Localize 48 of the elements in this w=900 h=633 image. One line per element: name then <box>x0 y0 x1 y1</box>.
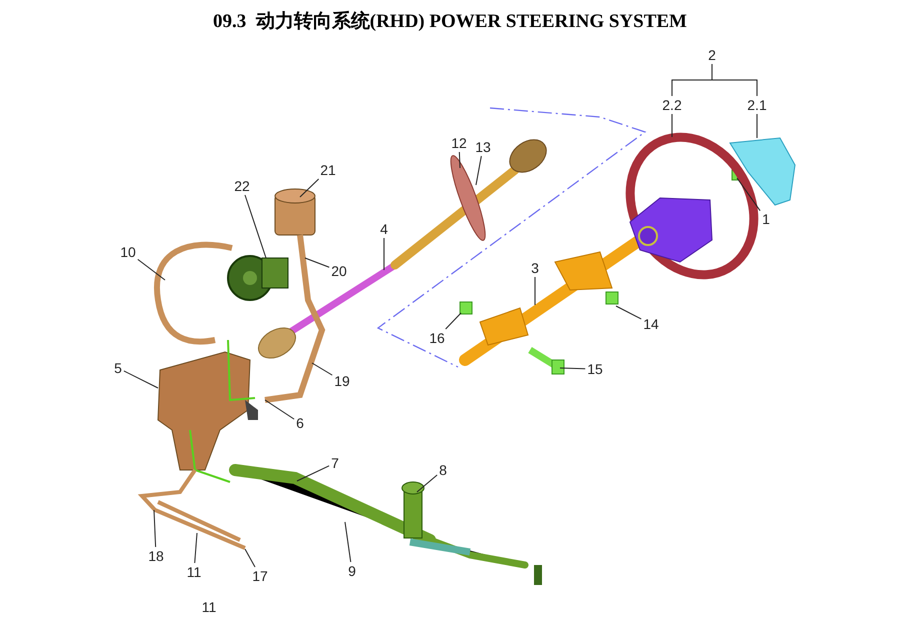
callout-number: 19 <box>333 373 351 389</box>
leader-line <box>756 114 758 138</box>
title: 09.3 动力转向系统(RHD) POWER STEERING SYSTEM <box>212 10 688 34</box>
leader-line <box>445 312 462 330</box>
leader-line <box>616 306 642 320</box>
leader-line <box>560 368 586 370</box>
leader-line <box>264 400 295 420</box>
callout-number: 21 <box>319 162 337 178</box>
callout-number: 13 <box>474 139 492 155</box>
leader-line <box>300 178 320 198</box>
callout-number: 15 <box>586 361 604 377</box>
callout-number: 22 <box>233 178 251 194</box>
leader-line <box>534 276 536 306</box>
leader-line <box>304 258 330 268</box>
callout-number: 5 <box>113 360 123 376</box>
callout-number: 18 <box>147 548 165 564</box>
callout-number: 14 <box>642 316 660 332</box>
leader-line <box>154 510 156 548</box>
leader-line <box>244 194 266 258</box>
callout-number: 11 <box>186 564 202 580</box>
callout-number: 2.1 <box>746 97 768 113</box>
callout-number: 20 <box>330 263 348 279</box>
callout-number: 3 <box>530 260 540 276</box>
leader-line <box>458 152 460 168</box>
bracket-line <box>712 64 758 96</box>
leader-line <box>344 522 352 562</box>
callout-number: 12 <box>450 135 468 151</box>
callout-number: 2.2 <box>661 97 683 113</box>
leader-line <box>296 465 330 482</box>
callout-number: 2 <box>707 47 717 63</box>
callout-number: 6 <box>295 415 305 431</box>
callout-number: 9 <box>347 563 357 579</box>
leader-line <box>123 370 158 388</box>
callout-number: 8 <box>438 462 448 478</box>
callout-number: 1 <box>761 211 771 227</box>
callout-number: 10 <box>119 244 137 260</box>
callout-number: 11 <box>200 599 218 615</box>
leader-line <box>137 258 166 280</box>
callout-number: 16 <box>428 330 446 346</box>
leader-line <box>736 178 761 212</box>
callout-number: 7 <box>330 455 340 471</box>
leader-line <box>476 156 482 186</box>
leader-line <box>194 532 198 564</box>
callout-number: 4 <box>379 221 389 237</box>
leader-line <box>416 474 438 492</box>
leader-line <box>312 362 333 376</box>
callout-number: 17 <box>251 568 269 584</box>
leader-line <box>244 548 256 568</box>
